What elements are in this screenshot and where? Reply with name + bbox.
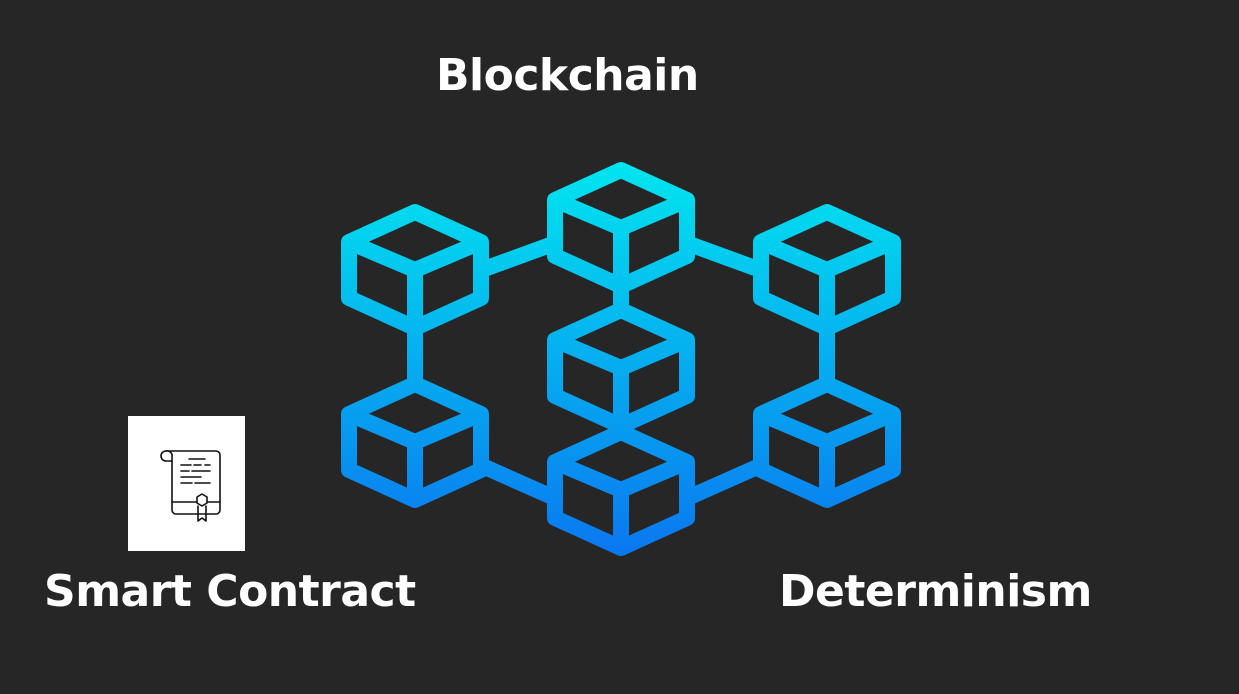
cube-block-left-top — [341, 204, 489, 336]
chain-link — [684, 460, 763, 504]
cube-block-middle — [547, 302, 695, 434]
blockchain-title: Blockchain — [436, 50, 699, 101]
chain-link — [479, 237, 558, 276]
cube-block-right-bottom — [753, 376, 901, 508]
determinism-label: Determinism — [779, 566, 1092, 617]
cube-block-right-top — [753, 204, 901, 336]
cube-block-top — [547, 162, 695, 294]
contract-scroll-icon — [160, 450, 221, 522]
cube-block-left-bottom — [341, 376, 489, 508]
chain-link — [479, 460, 558, 504]
cube-block-bottom — [547, 424, 695, 556]
chain-link — [684, 237, 763, 276]
smart-contract-card — [128, 416, 245, 551]
smart-contract-label: Smart Contract — [44, 566, 416, 617]
